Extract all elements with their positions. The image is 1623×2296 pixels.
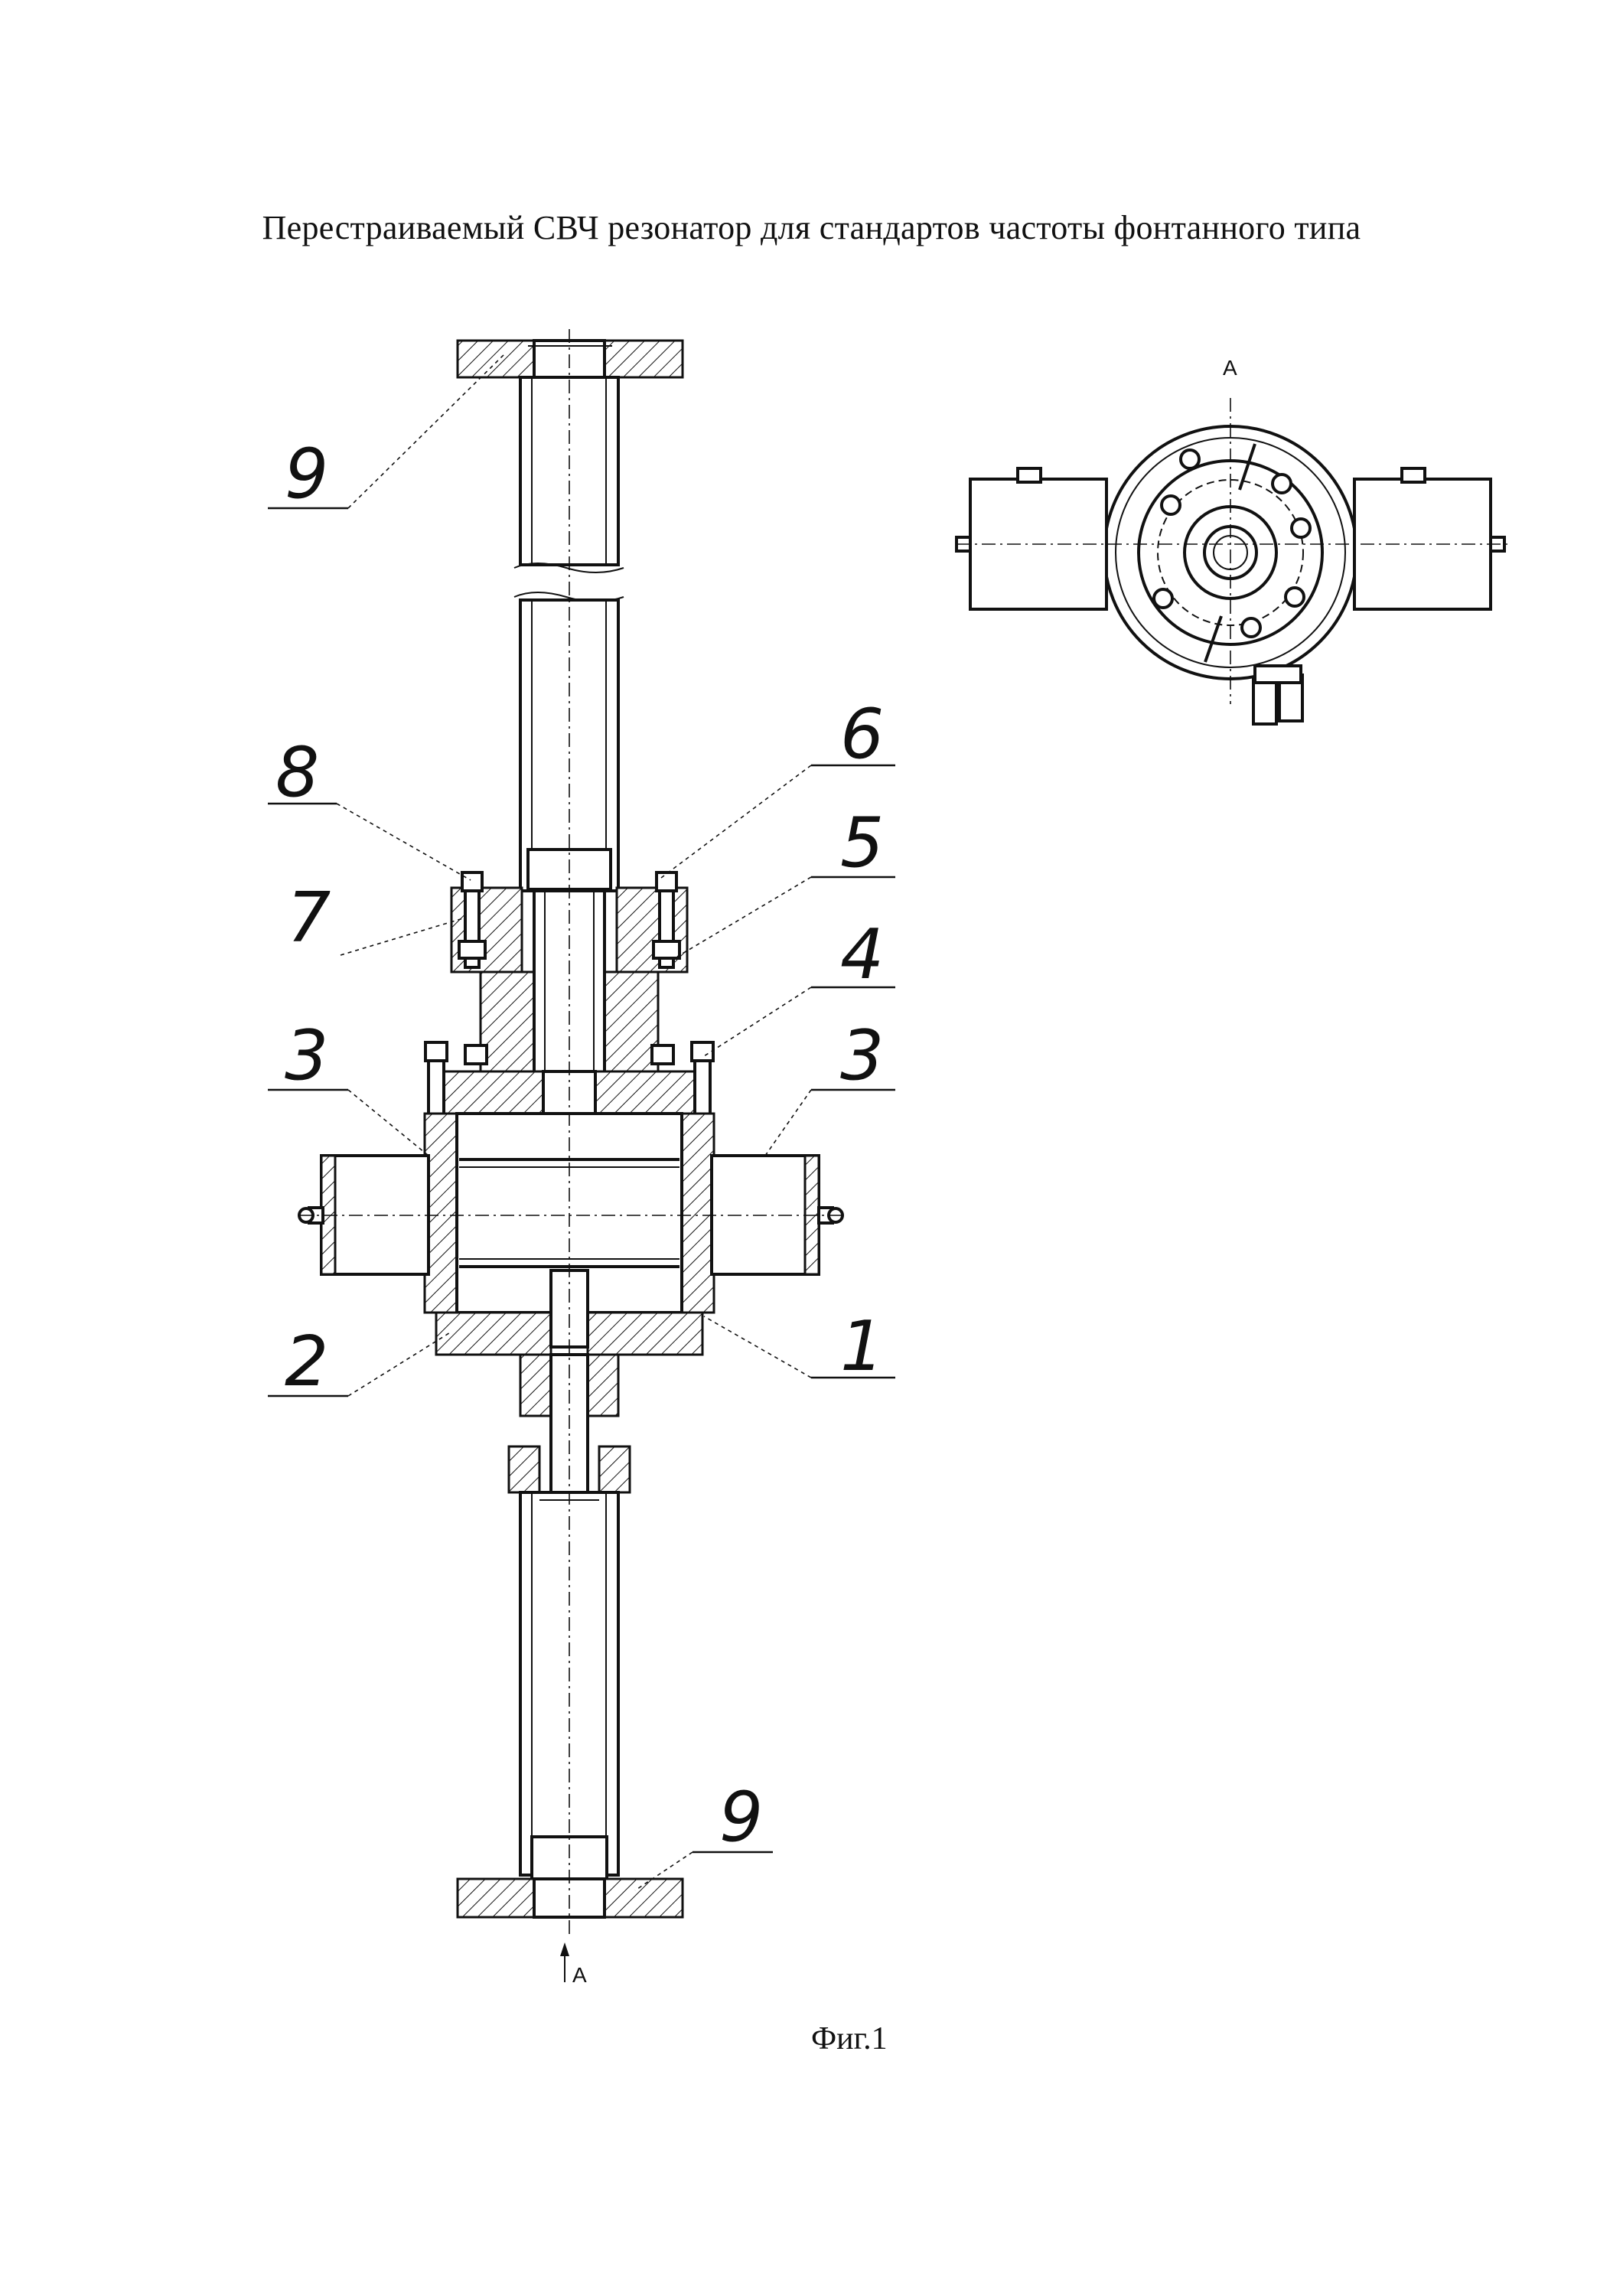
top-flange [456,339,684,379]
callout-2: 2 [285,1322,328,1402]
main-section-view: A [298,329,844,1987]
callout-4: 4 [840,915,884,995]
view-a: A [955,356,1507,726]
page-title: Перестраиваемый СВЧ резонатор для станда… [262,209,1361,246]
callout-3-left: 3 [285,1016,328,1096]
callout-6: 6 [840,694,884,775]
figure-caption: Фиг.1 [811,2021,888,2056]
view-arrow-label: A [572,1963,587,1987]
callout-8: 8 [275,732,319,813]
bottom-flange [456,1877,684,1919]
callout-3-right: 3 [840,1016,884,1096]
view-a-label: A [1223,356,1237,380]
callout-9-top: 9 [285,434,328,514]
callouts: 9 8 7 6 5 4 3 3 2 1 [268,353,895,1891]
callout-7: 7 [287,878,331,958]
view-arrow [560,1942,569,1982]
callout-9-bottom: 9 [719,1777,763,1857]
callout-5: 5 [840,803,884,883]
callout-1: 1 [840,1306,884,1387]
